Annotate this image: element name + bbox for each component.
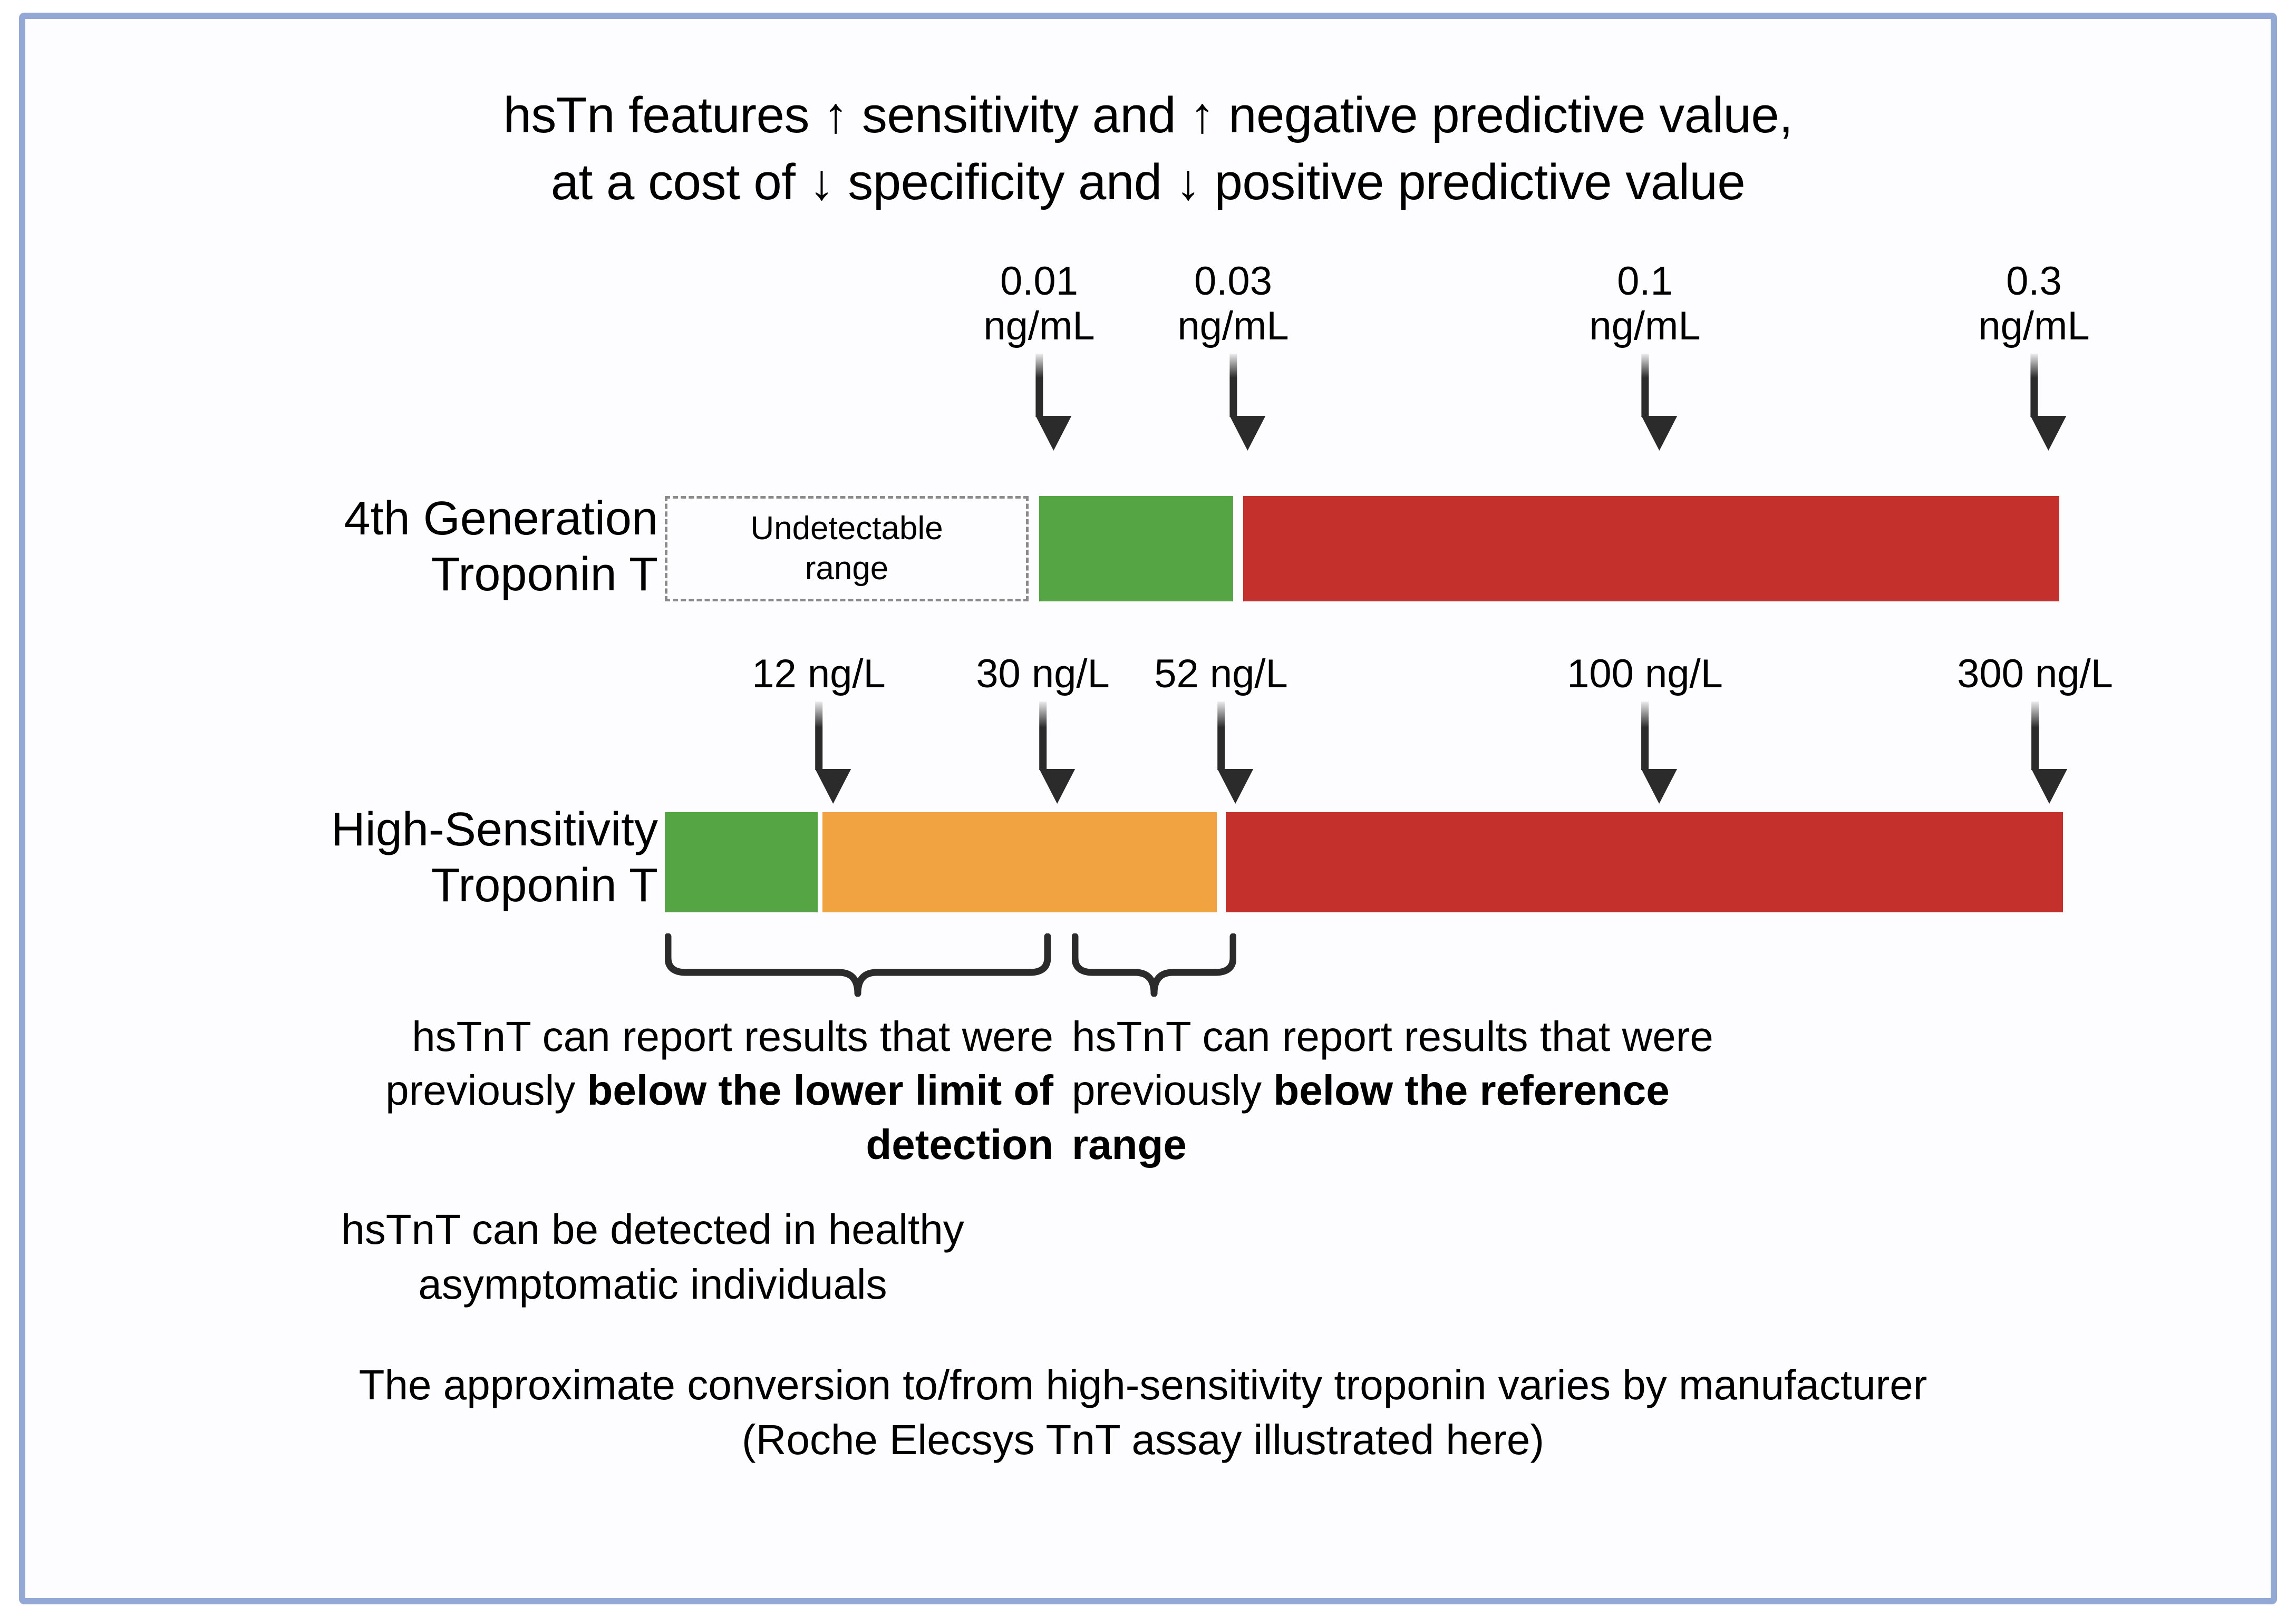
marker-100-ngl: 100 ng/L: [1567, 651, 1723, 804]
explanation-lead: hsTnT can report results that were previ…: [385, 1013, 1053, 1114]
marker-label: 300 ng/L: [1957, 651, 2113, 696]
marker-label: 0.3 ng/mL: [1978, 259, 2090, 349]
row-label-fourth-generation: 4th Generation Troponin T: [344, 492, 658, 601]
marker-0.3-ngml: 0.3 ng/mL: [1978, 259, 2090, 451]
explanation-lead: hsTnT can report results that were previ…: [1072, 1013, 1713, 1114]
bar-4gen-green: [1039, 496, 1233, 601]
undetectable-range-box: Undetectable range: [665, 496, 1029, 601]
explanation-emphasis: below the reference range: [1072, 1067, 1670, 1168]
marker-300-ngl: 300 ng/L: [1957, 651, 2113, 804]
figure-stage: hsTn features ↑ sensitivity and ↑ negati…: [25, 19, 2271, 1598]
marker-12-ngl: 12 ng/L: [752, 651, 886, 804]
marker-label: 0.03 ng/mL: [1177, 259, 1289, 349]
marker-label: 0.01 ng/mL: [983, 259, 1095, 349]
marker-label: 100 ng/L: [1567, 651, 1723, 696]
down-arrow-icon: [1641, 354, 1677, 451]
bar-hs-red: [1226, 812, 2063, 912]
marker-30-ngl: 30 ng/L: [976, 651, 1110, 804]
down-arrow-icon: [1641, 702, 1677, 804]
bar-hs-green: [665, 812, 818, 912]
note-healthy-individuals: hsTnT can be detected in healthy asympto…: [341, 1206, 964, 1308]
down-arrow-icon: [2031, 702, 2067, 804]
row-label-high-sensitivity: High-Sensitivity Troponin T: [331, 803, 658, 912]
figure-frame: hsTn features ↑ sensitivity and ↑ negati…: [19, 13, 2277, 1604]
marker-label: 52 ng/L: [1154, 651, 1288, 696]
brace-reference-range: [1072, 933, 1236, 997]
note-manufacturer-conversion: The approximate conversion to/from high-…: [359, 1361, 1927, 1463]
marker-label: 0.1 ng/mL: [1589, 259, 1701, 349]
figure-title: hsTn features ↑ sensitivity and ↑ negati…: [503, 87, 1793, 210]
bar-hs-orange: [822, 812, 1217, 912]
down-arrow-icon: [2030, 354, 2066, 451]
brace-lower-limit-of-detection: [665, 933, 1051, 997]
marker-52-ngl: 52 ng/L: [1154, 651, 1288, 804]
marker-0.01-ngml: 0.01 ng/mL: [983, 259, 1095, 451]
marker-0.1-ngml: 0.1 ng/mL: [1589, 259, 1701, 451]
down-arrow-icon: [1039, 702, 1075, 804]
explanation-emphasis: below the lower limit of detection: [587, 1067, 1054, 1168]
down-arrow-icon: [1035, 354, 1071, 451]
marker-0.03-ngml: 0.03 ng/mL: [1177, 259, 1289, 451]
explanation-below-reference-range: hsTnT can report results that were previ…: [1072, 1010, 1752, 1172]
bar-4gen-red: [1243, 496, 2059, 601]
explanation-below-lower-limit-of-detection: hsTnT can report results that were previ…: [321, 1010, 1053, 1172]
down-arrow-icon: [1229, 354, 1265, 451]
down-arrow-icon: [1217, 702, 1253, 804]
marker-label: 12 ng/L: [752, 651, 886, 696]
down-arrow-icon: [815, 702, 851, 804]
marker-label: 30 ng/L: [976, 651, 1110, 696]
